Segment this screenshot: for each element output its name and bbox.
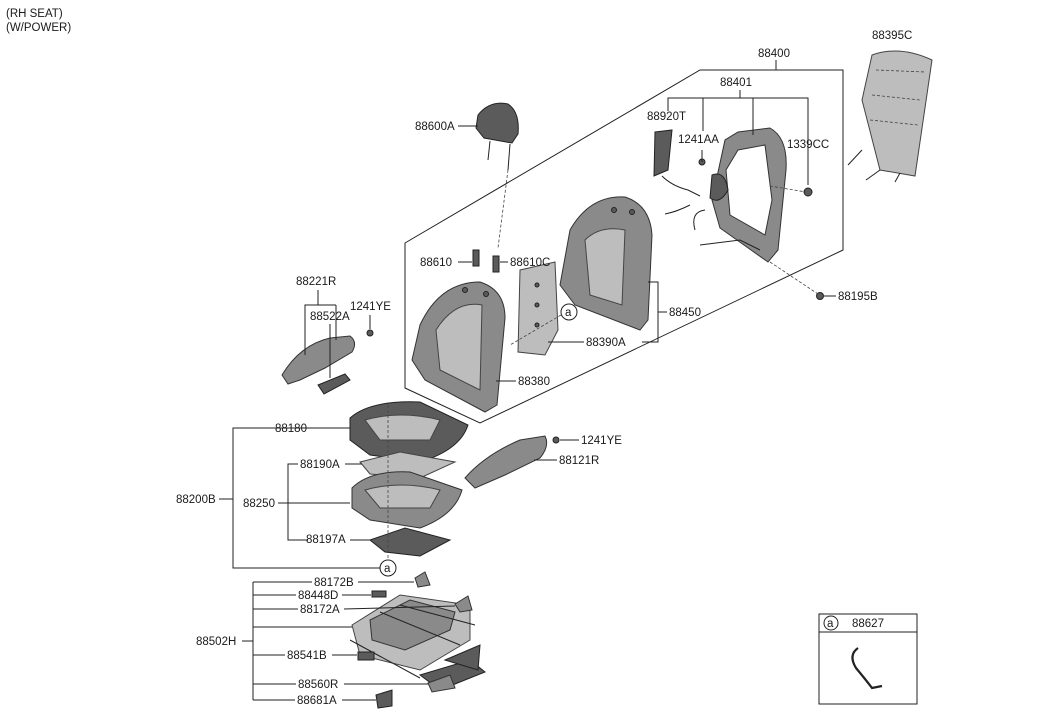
bracket-88172A[interactable] <box>454 595 473 613</box>
motor-88541B[interactable] <box>357 651 375 661</box>
label-88560R: 88560R <box>298 679 338 691</box>
label-88541B: 88541B <box>287 650 327 662</box>
label-88195B: 88195B <box>838 291 878 303</box>
legend-box-88627: a 88627 <box>818 613 918 705</box>
bolt-88195B[interactable] <box>816 292 824 300</box>
label-88502H: 88502H <box>196 636 236 648</box>
leader-88250 <box>287 463 308 541</box>
switch-88522A[interactable] <box>317 373 351 395</box>
label-88250: 88250 <box>243 498 275 510</box>
wire-clip-88627 <box>851 647 883 690</box>
headrest-guide-88610[interactable] <box>472 249 480 267</box>
screw-1241YE-upper[interactable] <box>366 329 374 337</box>
leader-88221R <box>304 290 319 355</box>
label-88401: 88401 <box>720 77 752 89</box>
legend-callout-a <box>823 615 839 631</box>
label-88180: 88180 <box>275 423 307 435</box>
side-airbag-88920T[interactable] <box>653 129 701 215</box>
leader-88195B-dash <box>769 261 819 295</box>
label-88395C: 88395C <box>872 30 912 42</box>
nut-1339CC[interactable] <box>803 187 813 197</box>
label-88522A: 88522A <box>310 311 350 323</box>
label-88390A: 88390A <box>586 337 626 349</box>
bottom-panel-88197A[interactable] <box>368 527 452 557</box>
leader-88172A-b <box>343 605 456 610</box>
label-88600A: 88600A <box>415 121 455 133</box>
label-88610C: 88610C <box>510 257 550 269</box>
back-panel-88390A[interactable] <box>517 261 559 356</box>
back-cover-88380[interactable] <box>411 281 506 413</box>
bracket-88172B[interactable] <box>414 571 431 588</box>
seatback-frame-88401[interactable] <box>693 127 787 263</box>
side-cover-88221R[interactable] <box>281 335 356 385</box>
leader-88401 <box>667 97 809 185</box>
leader-1339CC <box>769 185 807 193</box>
label-88221R: 88221R <box>296 276 336 288</box>
screw-1241AA[interactable] <box>698 150 706 166</box>
bracket-88681A[interactable] <box>375 689 393 709</box>
rear-cover-88395C[interactable] <box>847 50 933 183</box>
label-1339CC: 1339CC <box>787 139 829 151</box>
heater-pad-88190A[interactable] <box>359 451 457 479</box>
callout-a-back-letter: a <box>565 307 572 319</box>
header-rh-seat: (RH SEAT) <box>6 8 63 20</box>
label-88172B: 88172B <box>314 577 354 589</box>
leader-88200B <box>232 427 380 569</box>
back-cushion-88450[interactable] <box>559 196 653 331</box>
label-88450: 88450 <box>669 307 701 319</box>
label-88400: 88400 <box>758 48 790 60</box>
label-88380: 88380 <box>518 376 550 388</box>
label-1241YE-lower: 1241YE <box>581 435 622 447</box>
side-shield-88121R[interactable] <box>464 435 548 489</box>
label-88448D: 88448D <box>298 590 338 602</box>
legend-letter: a <box>827 618 834 630</box>
label-1241AA: 1241AA <box>678 134 719 146</box>
screw-1241YE-lower[interactable] <box>552 436 560 444</box>
callout-a-cushion-letter: a <box>384 563 391 575</box>
header-w-power: (W/POWER) <box>6 22 71 34</box>
headrest-guide-88610C[interactable] <box>492 255 500 273</box>
callout-a-cushion <box>379 559 397 577</box>
cover-88560R[interactable] <box>427 674 456 693</box>
clip-88448D[interactable] <box>371 590 387 598</box>
cushion-pad-88250[interactable] <box>351 471 463 529</box>
label-88197A: 88197A <box>306 534 346 546</box>
legend-part-number: 88627 <box>852 618 884 630</box>
callout-a-back <box>560 303 578 321</box>
label-88920T: 88920T <box>647 111 686 123</box>
label-88121R: 88121R <box>559 455 599 467</box>
headrest-88600A[interactable] <box>475 102 519 249</box>
label-88610: 88610 <box>420 257 452 269</box>
label-88681A: 88681A <box>297 695 337 707</box>
label-1241YE-upper: 1241YE <box>350 301 391 313</box>
label-88190A: 88190A <box>300 459 340 471</box>
seatback-assembly-outline <box>404 69 844 424</box>
label-88172A: 88172A <box>300 604 340 616</box>
cushion-cover-88180[interactable] <box>349 401 469 463</box>
label-88200B: 88200B <box>176 494 216 506</box>
